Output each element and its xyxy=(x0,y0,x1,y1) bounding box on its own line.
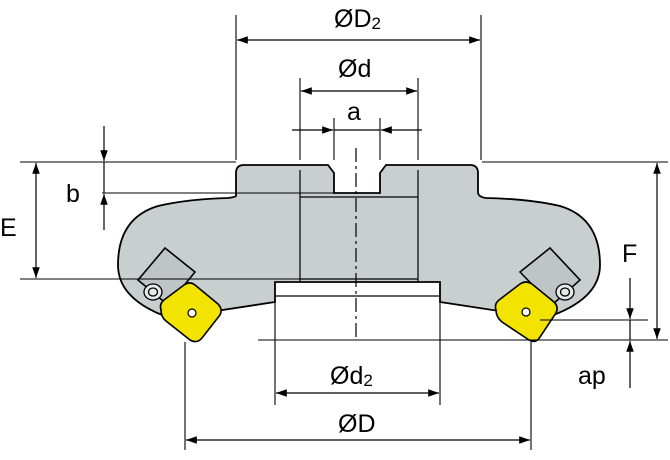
cutter-body xyxy=(117,148,601,340)
dimension-lines xyxy=(32,36,661,444)
label-E: E xyxy=(0,214,17,242)
screw-inner-icon xyxy=(559,287,571,297)
label-D2: ØD2 xyxy=(334,5,381,33)
label-d: Ød xyxy=(338,55,371,83)
label-d2: Ød2 xyxy=(330,362,373,390)
screw-inner-icon xyxy=(147,287,159,297)
insert-hole-icon xyxy=(187,308,197,318)
label-D: ØD xyxy=(338,410,376,438)
right-insert-group xyxy=(494,246,582,343)
left-insert-group xyxy=(136,246,222,343)
label-a: a xyxy=(347,98,361,126)
cutter-body-outline xyxy=(117,164,601,319)
extension-lines xyxy=(20,15,668,450)
label-b: b xyxy=(66,180,80,208)
label-ap: ap xyxy=(578,362,606,390)
insert-hole-icon xyxy=(521,307,531,317)
dimension-labels: ØD2 Ød a b E F ap Ød2 ØD xyxy=(0,5,637,438)
label-F: F xyxy=(622,240,637,268)
